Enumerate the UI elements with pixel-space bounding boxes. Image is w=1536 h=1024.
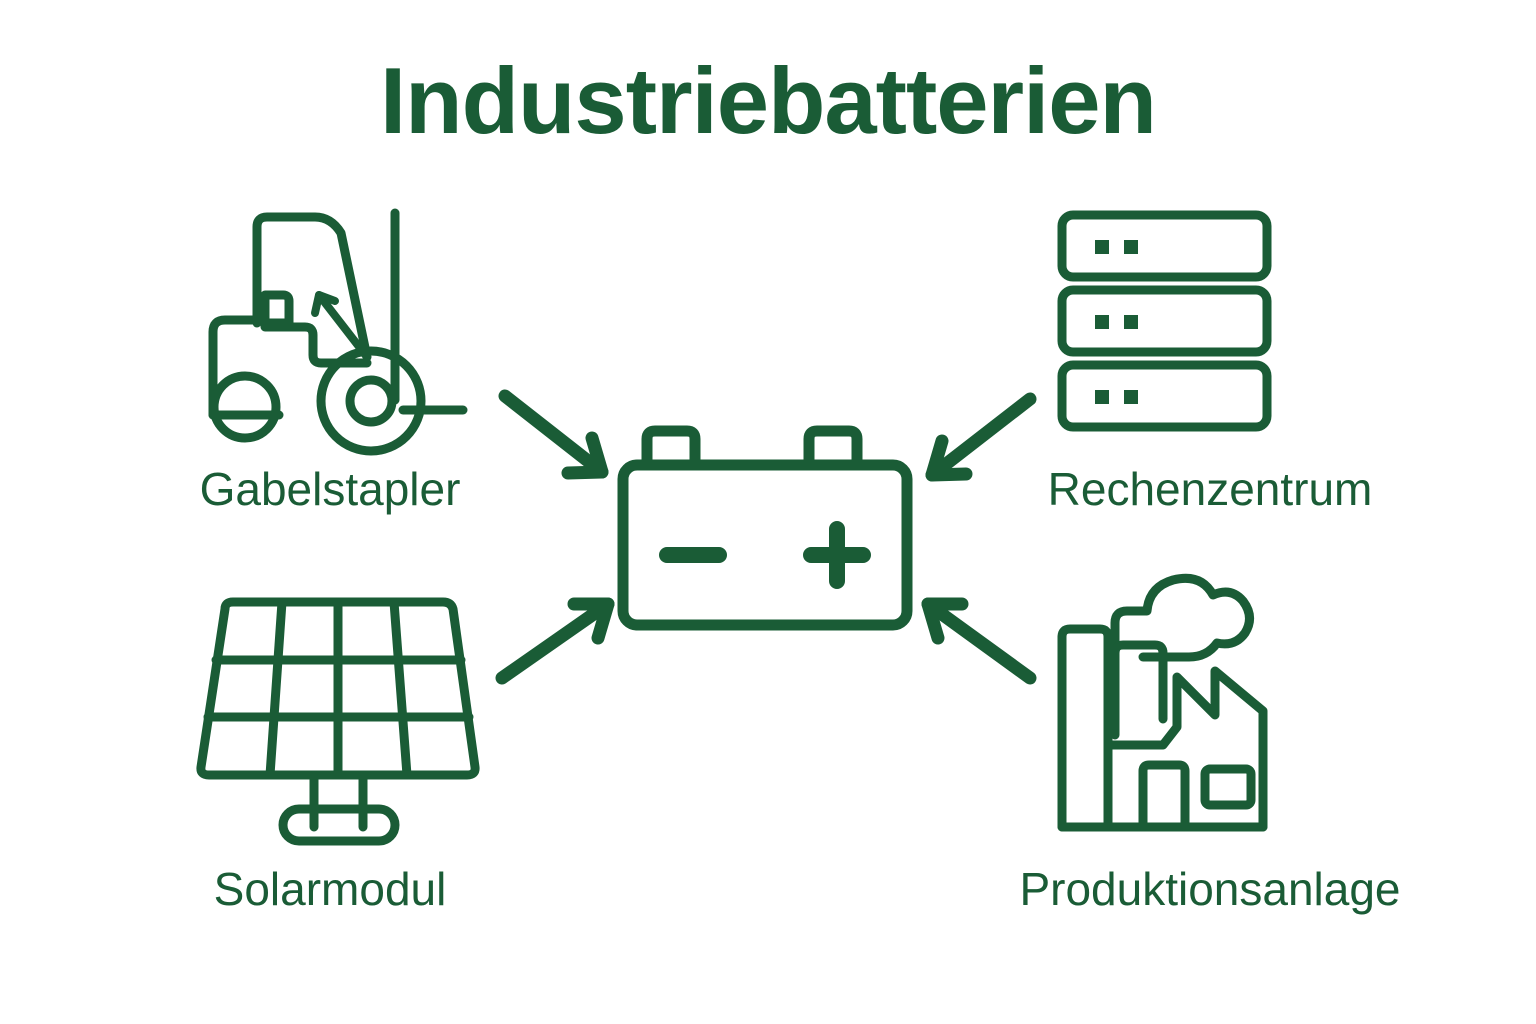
battery-plus-sign bbox=[803, 521, 871, 589]
battery-terminal-negative bbox=[641, 425, 701, 471]
battery-icon bbox=[617, 425, 913, 631]
server-led-1b bbox=[1124, 240, 1138, 254]
battery-body bbox=[617, 459, 913, 631]
arrow-produktionsanlage-to-battery bbox=[921, 597, 1037, 685]
forklift-icon bbox=[208, 208, 468, 456]
solar-panel-icon bbox=[196, 597, 480, 846]
page-title: Industriebatterien bbox=[380, 48, 1157, 153]
smoke-cloud-icon bbox=[1110, 573, 1254, 662]
server-led-1a bbox=[1095, 240, 1109, 254]
server-led-2b bbox=[1124, 315, 1138, 329]
node-label-gabelstapler: Gabelstapler bbox=[199, 463, 461, 515]
node-label-produktionsanlage: Produktionsanlage bbox=[1019, 863, 1401, 915]
server-led-2a bbox=[1095, 315, 1109, 329]
server-rack-icon bbox=[1057, 210, 1272, 432]
node-label-rechenzentrum: Rechenzentrum bbox=[1047, 463, 1373, 515]
arrow-solarmodul-to-battery bbox=[495, 597, 615, 685]
battery-terminal-positive bbox=[803, 425, 863, 471]
factory-icon bbox=[1057, 573, 1268, 832]
factory-door bbox=[1138, 760, 1190, 832]
server-led-3a bbox=[1095, 390, 1109, 404]
server-led-3b bbox=[1124, 390, 1138, 404]
node-label-solarmodul: Solarmodul bbox=[213, 863, 447, 915]
factory-window bbox=[1200, 764, 1256, 810]
